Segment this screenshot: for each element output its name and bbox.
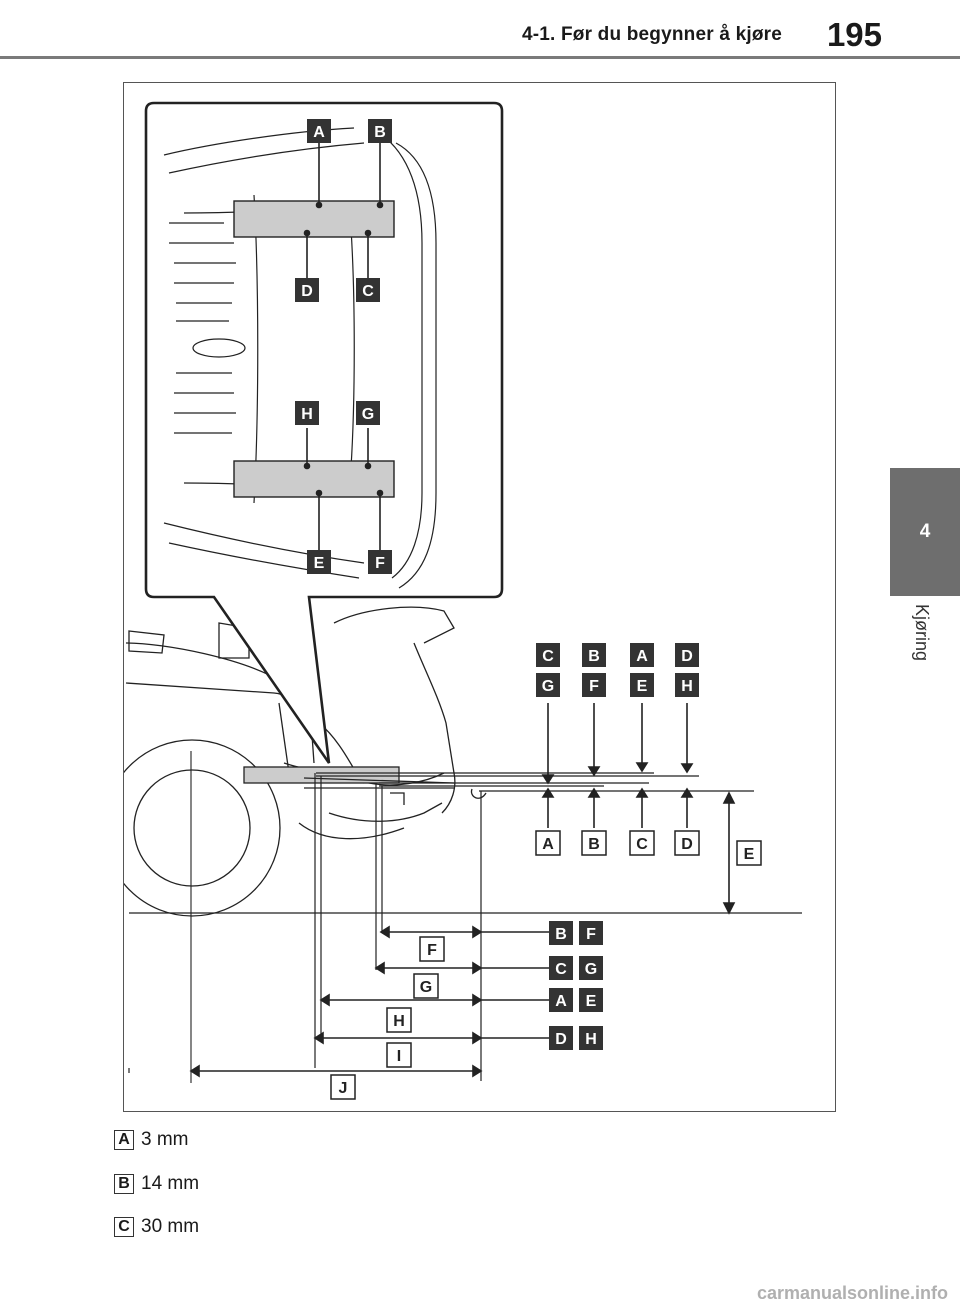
legend-key-C: C [114,1217,134,1237]
legend-value-B: 14 mm [141,1173,200,1194]
detail-label-B-text: B [374,124,386,141]
upper-label-G-text: G [542,678,554,695]
right-label-G: G [579,956,603,980]
right-label-B-text: B [555,926,567,943]
right-label-D-text: D [555,1031,567,1048]
chapter-tab: 4 [890,468,960,596]
detail-callout [144,101,504,764]
right-label-F: F [579,921,603,945]
hitch-dimension-figure: A B D C H G E F [123,82,836,1112]
dim-label-I: I [386,1042,412,1068]
chapter-label: Kjøring [878,602,960,662]
detail-label-D-text: D [301,283,313,300]
detail-label-C: C [356,278,380,302]
detail-label-F: F [368,550,392,574]
dim-label-I-text: I [397,1048,401,1065]
dim-label-G: G [413,973,439,999]
legend-item-C: C 30 mm [114,1216,199,1240]
right-label-A-text: A [555,993,567,1010]
detail-label-H-text: H [301,406,313,423]
detail-leaders [303,143,384,550]
dim-label-H-text: H [393,1013,405,1030]
detail-label-B: B [368,119,392,143]
upper-label-H-text: H [681,678,693,695]
detail-label-D: D [295,278,319,302]
chapter-number: 4 [919,521,931,542]
upper-label-E: E [630,673,654,697]
right-label-F-text: F [586,926,596,943]
right-label-E-text: E [586,993,597,1010]
upper-label-D-text: D [681,648,693,665]
dim-label-C-text: C [636,836,648,853]
upper-label-B: B [582,643,606,667]
upper-label-A-text: A [636,648,648,665]
right-label-H-text: H [585,1031,597,1048]
detail-label-E-text: E [314,555,325,572]
upper-label-C-text: C [542,648,554,665]
rear-wheel [124,739,281,917]
dim-label-J: J [330,1074,356,1100]
dim-label-J-text: J [339,1080,348,1097]
detail-label-G-text: G [362,406,374,423]
legend-value-C: 30 mm [141,1216,200,1237]
dim-label-H: H [386,1007,412,1033]
legend-key-A: A [114,1130,134,1150]
upper-label-B-text: B [588,648,600,665]
upper-dimension-arrows [541,703,736,915]
detail-label-C-text: C [362,283,374,300]
dim-label-C: C [629,830,655,856]
section-title: 4-1. Før du begynner å kjøre [521,24,782,45]
wheel-rim [133,769,251,887]
dim-label-A-text: A [542,836,554,853]
legend-item-A: A 3 mm [114,1129,189,1153]
dim-label-D-text: D [681,836,693,853]
upper-label-C: C [536,643,560,667]
dim-label-E-text: E [744,846,755,863]
figure-drawing: A B D C H G E F [124,101,802,1100]
right-label-C: C [549,956,573,980]
measurement-lines [128,772,802,1081]
right-label-C-text: C [555,961,567,978]
detail-label-F-text: F [375,555,385,572]
right-label-E: E [579,988,603,1012]
dim-label-E: E [736,840,762,866]
right-label-D: D [549,1026,573,1050]
right-label-B: B [549,921,573,945]
page-number: 195 [826,16,882,53]
detail-label-A: A [307,119,331,143]
detail-label-G: G [356,401,380,425]
right-label-H: H [579,1026,603,1050]
dim-label-A: A [535,830,561,856]
watermark: carmanualsonline.info [756,1283,948,1303]
header-rule [0,56,960,59]
detail-label-E: E [307,550,331,574]
dim-label-B-text: B [588,836,600,853]
dim-label-F: F [419,936,445,962]
upper-label-H: H [675,673,699,697]
right-label-G-text: G [585,961,597,978]
upper-label-F-text: F [589,678,599,695]
detail-label-A-text: A [313,124,325,141]
dim-label-F-text: F [427,942,437,959]
dim-label-B: B [581,830,607,856]
legend-item-B: B 14 mm [114,1173,199,1197]
upper-label-D: D [675,643,699,667]
detail-label-H: H [295,401,319,425]
legend-value-A: 3 mm [141,1129,189,1150]
dim-label-D: D [674,830,700,856]
right-label-A: A [549,988,573,1012]
upper-label-A: A [630,643,654,667]
legend-key-B: B [114,1174,134,1194]
upper-label-F: F [582,673,606,697]
dim-label-G-text: G [420,979,432,996]
upper-label-G: G [536,673,560,697]
horizontal-dimension-arrows [189,925,549,1078]
chapter-label-text: Kjøring [912,603,933,661]
upper-label-E-text: E [637,678,648,695]
